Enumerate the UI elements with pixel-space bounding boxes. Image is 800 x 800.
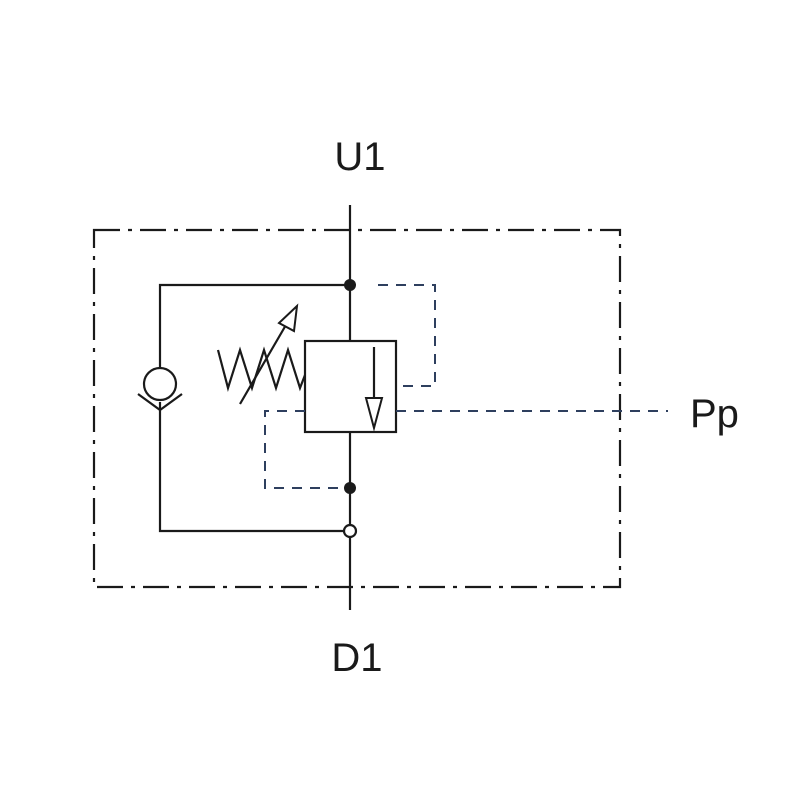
flow-arrow-icon xyxy=(364,347,384,432)
check-valve-symbol xyxy=(137,366,183,412)
check-valve-bypass-line-lower xyxy=(158,402,344,533)
pilot-line-upper xyxy=(378,284,436,387)
port-label-d1: D1 xyxy=(331,636,382,680)
pilot-line-lower xyxy=(264,410,344,489)
junction-open-dot xyxy=(342,523,358,539)
spring-icon xyxy=(216,346,307,392)
check-valve-ball xyxy=(142,366,178,402)
pressure-valve-body xyxy=(303,339,398,434)
junction-dot-top xyxy=(344,279,356,291)
check-valve-bypass-line xyxy=(158,283,350,368)
junction-dot-middle xyxy=(344,482,356,494)
port-label-pp: Pp xyxy=(690,392,739,436)
check-valve-seat xyxy=(137,393,183,412)
port-label-u1: U1 xyxy=(334,135,385,179)
adjustable-arrow-icon xyxy=(239,303,299,405)
valve-enclosure-boundary xyxy=(92,228,622,589)
